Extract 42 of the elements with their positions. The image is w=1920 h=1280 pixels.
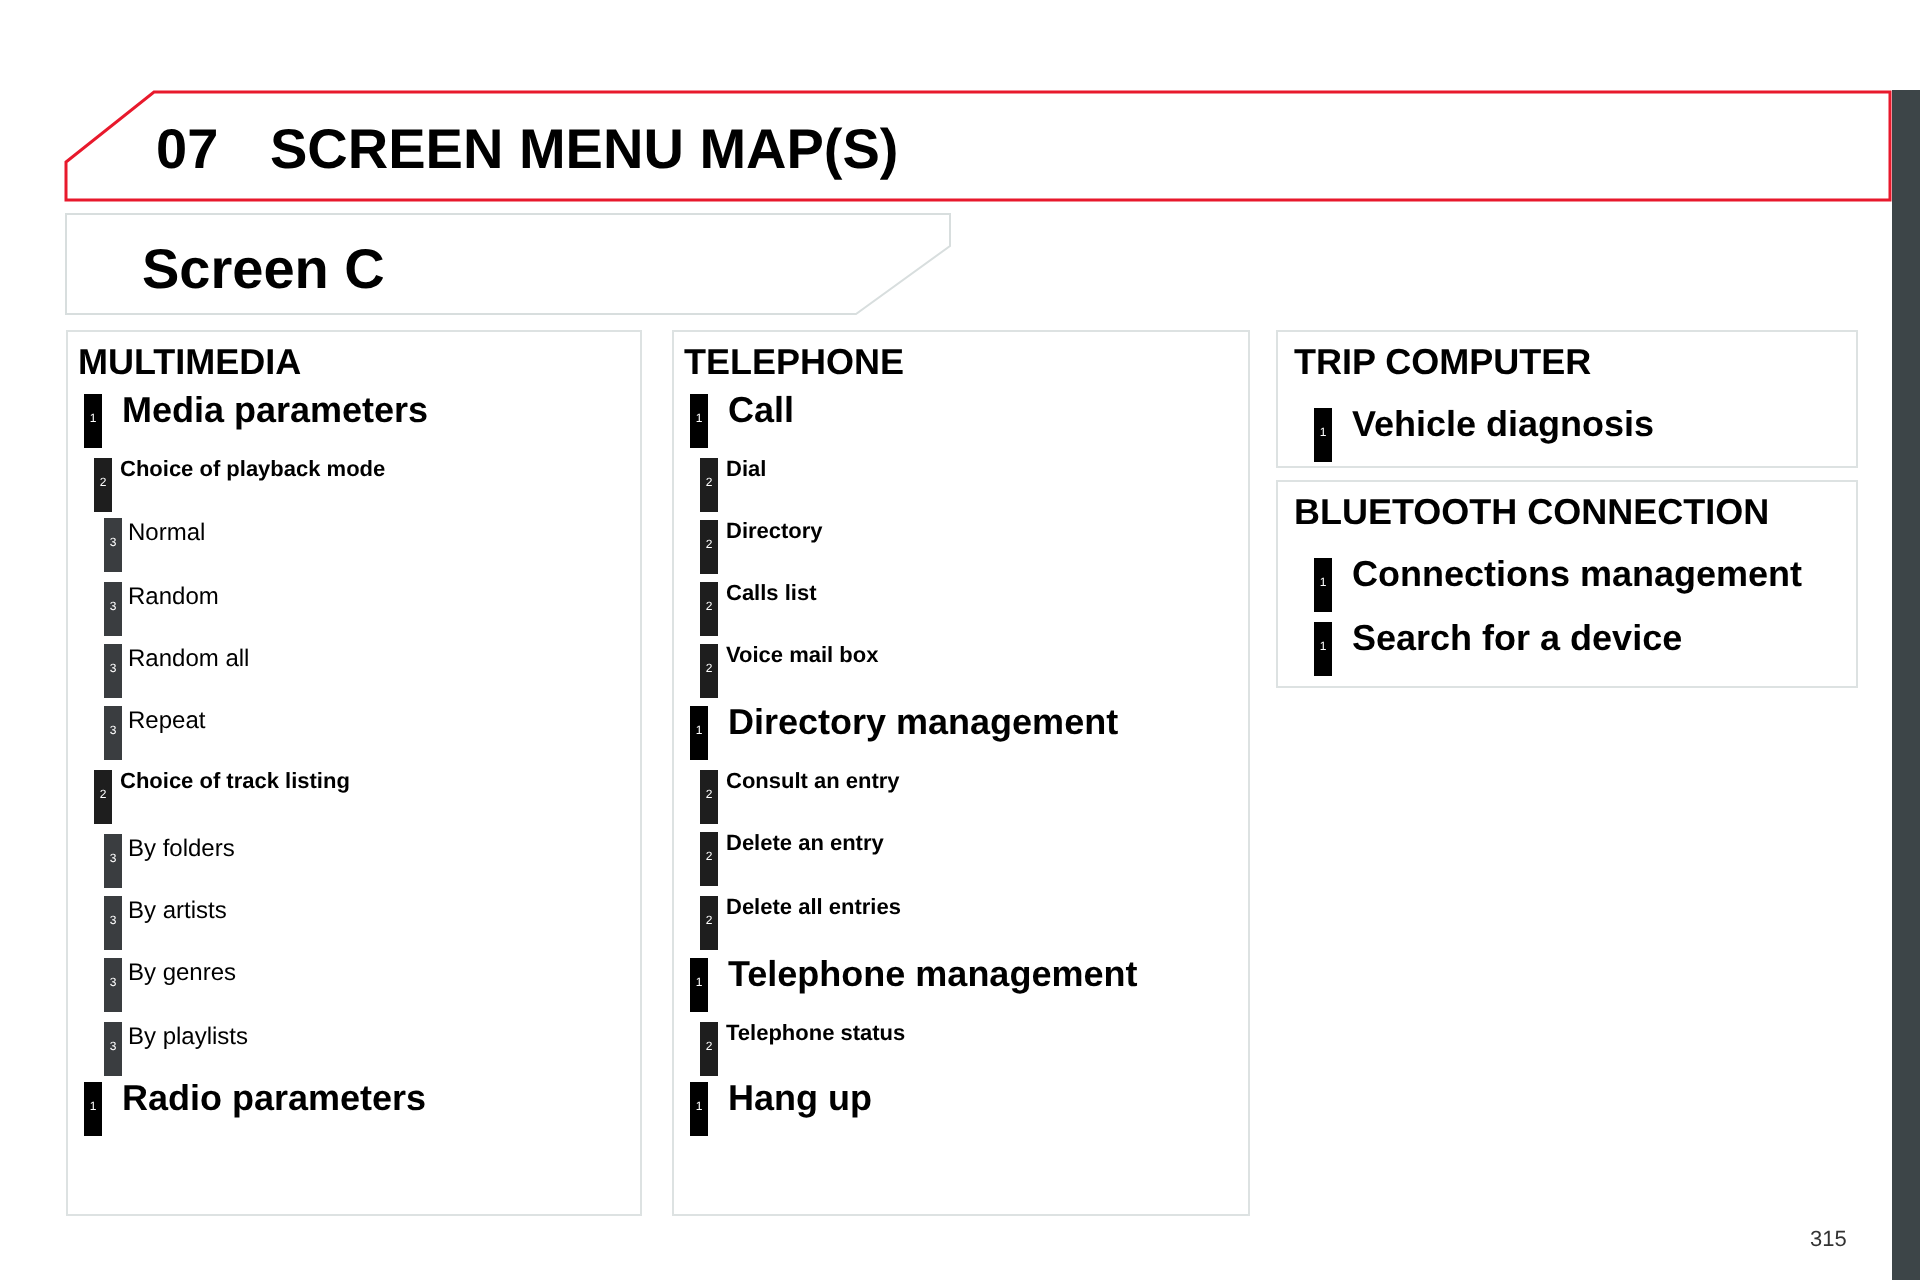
menu-panel: [66, 330, 642, 1216]
menu-heading: Media parameters: [122, 390, 429, 430]
menu-heading: Telephone management: [728, 954, 1138, 994]
panel-heading: TELEPHONE: [684, 340, 905, 386]
panel-heading: TRIP COMPUTER: [1294, 340, 1592, 386]
menu-item: Calls list: [726, 582, 817, 608]
menu-heading: Vehicle diagnosis: [1352, 404, 1655, 444]
menu-item: Dial: [726, 458, 767, 484]
menu-panel: [672, 330, 1250, 1216]
menu-option: Normal: [128, 518, 206, 546]
menu-option: By genres: [128, 958, 237, 986]
menu-option: Random all: [128, 644, 250, 672]
menu-heading: Radio parameters: [122, 1078, 427, 1118]
menu-panel: [1276, 330, 1858, 468]
menu-item: Directory: [726, 520, 823, 546]
panel-heading: MULTIMEDIA: [78, 340, 302, 386]
menu-item: Choice of track listing: [120, 770, 350, 796]
section-title: Screen C: [142, 236, 385, 304]
menu-option: By folders: [128, 834, 235, 862]
section-band: [64, 212, 952, 316]
page-number: 315: [1810, 1226, 1847, 1256]
menu-panel: [1276, 480, 1858, 688]
chapter-header: [64, 90, 1892, 202]
menu-option: By playlists: [128, 1022, 249, 1050]
side-bar: [1892, 90, 1920, 1280]
menu-heading: Hang up: [728, 1078, 872, 1118]
menu-heading: Search for a device: [1352, 618, 1683, 658]
menu-item: Choice of playback mode: [120, 458, 386, 484]
menu-item: Delete all entries: [726, 896, 901, 922]
panel-heading: BLUETOOTH CONNECTION: [1294, 490, 1770, 536]
menu-item: Voice mail box: [726, 644, 879, 670]
menu-item: Delete an entry: [726, 832, 884, 858]
menu-item: Consult an entry: [726, 770, 900, 796]
menu-heading: Directory management: [728, 702, 1119, 742]
menu-item: Telephone status: [726, 1022, 906, 1048]
menu-option: Repeat: [128, 706, 206, 734]
menu-heading: Connections management: [1352, 554, 1803, 594]
menu-option: By artists: [128, 896, 227, 924]
menu-option: Random: [128, 582, 219, 610]
chapter-title: SCREEN MENU MAP(S): [270, 116, 899, 184]
menu-heading: Call: [728, 390, 795, 430]
chapter-number: 07: [156, 116, 219, 184]
